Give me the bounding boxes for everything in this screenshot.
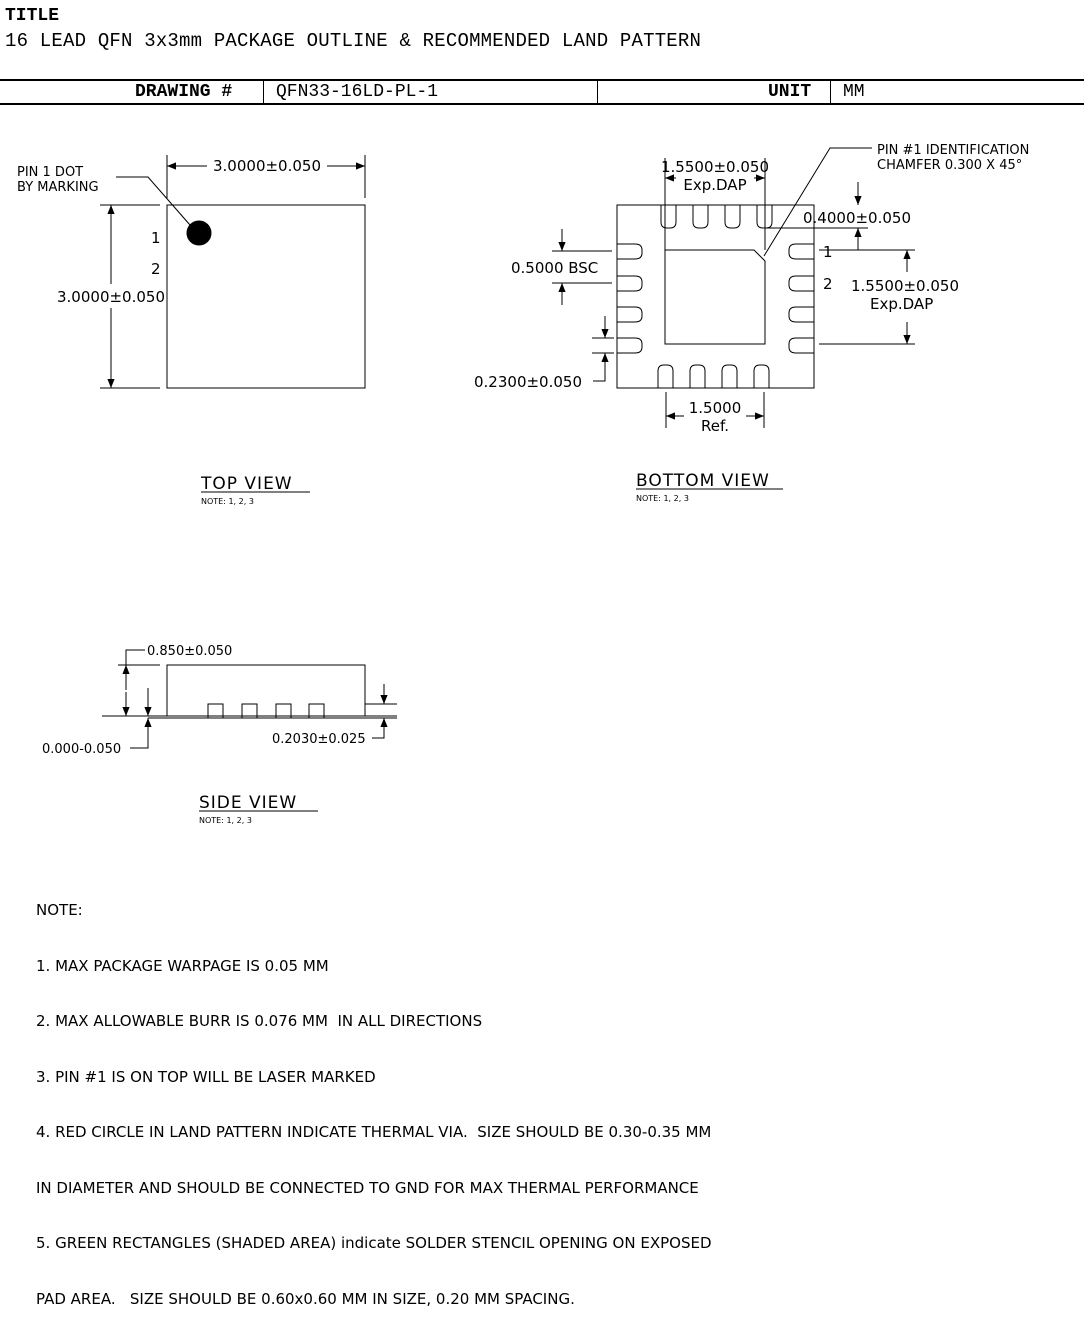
lead-thickness-leader (372, 718, 385, 739)
title-block-divider (830, 81, 831, 103)
top-lead (692, 205, 709, 229)
notes-header: NOTE: (36, 901, 83, 919)
title-block: DRAWING # QFN33-16LD-PL-1 UNIT MM (0, 79, 1084, 105)
bottom-pin-label-2: 2 (823, 275, 833, 293)
left-lead (617, 306, 643, 323)
pin-label-1: 1 (151, 229, 161, 247)
pin1-identification-label: PIN #1 IDENTIFICATION (877, 143, 1029, 158)
pin1-dot-callout: PIN 1 DOT (17, 165, 83, 180)
dap-width-dimension: 1.5500±0.050 (661, 158, 769, 176)
drawing-number-value: QFN33-16LD-PL-1 (276, 82, 439, 102)
bottom-view-package-outline (616, 204, 815, 389)
dap-height-sub: Exp.DAP (870, 295, 933, 313)
drawing-number-label: DRAWING # (135, 82, 233, 102)
dap-width-sub: Exp.DAP (683, 176, 746, 194)
right-lead (788, 306, 814, 323)
left-lead (617, 337, 643, 354)
ref-dimension: 1.5000 (689, 399, 742, 417)
lead-width-dimension: 0.2300±0.050 (474, 373, 582, 391)
pin1-id-leader (763, 147, 872, 257)
bottom-view-note: NOTE: 1, 2, 3 (636, 494, 689, 503)
right-lead (788, 275, 814, 292)
title-block-divider (263, 81, 264, 103)
top-view (100, 155, 366, 493)
drawing-title: 16 LEAD QFN 3x3mm PACKAGE OUTLINE & RECO… (5, 30, 702, 52)
note-line: 1. MAX PACKAGE WARPAGE IS 0.05 MM (36, 956, 329, 975)
lead-thickness-dimension: 0.2030±0.025 (272, 732, 366, 747)
standoff-leader (130, 718, 149, 749)
top-lead (660, 205, 677, 229)
right-lead (788, 243, 814, 260)
top-lead (724, 205, 741, 229)
pin1-dot-callout: BY MARKING (17, 180, 99, 195)
note-line: 3. PIN #1 IS ON TOP WILL BE LASER MARKED (36, 1067, 376, 1086)
title-block-divider (597, 81, 598, 103)
top-width-dimension: 3.0000±0.050 (213, 157, 321, 175)
left-lead (617, 275, 643, 292)
package-drawing: PIN 1 DOT BY MARKING 3.0000±0.050 3.0000… (17, 143, 1029, 825)
bottom-view-title: BOTTOM VIEW (636, 471, 770, 491)
lead-length-dimension: 0.4000±0.050 (803, 209, 911, 227)
left-lead (617, 243, 643, 260)
side-height-dimension: 0.850±0.050 (147, 644, 232, 659)
side-lead (241, 703, 258, 719)
title-label: TITLE (5, 6, 60, 26)
pin1-identification-label: CHAMFER 0.300 X 45° (877, 158, 1022, 173)
side-lead (308, 703, 325, 719)
note-line: 4. RED CIRCLE IN LAND PATTERN INDICATE T… (36, 1123, 712, 1141)
standoff-dimension: 0.000-0.050 (42, 742, 121, 757)
unit-value: MM (843, 82, 865, 102)
side-view-body (166, 664, 366, 717)
exposed-dap (664, 249, 766, 345)
pin1-dot-leader (116, 176, 191, 226)
top-view-note: NOTE: 1, 2, 3 (201, 497, 254, 506)
side-lead (275, 703, 292, 719)
bottom-lead (721, 364, 738, 388)
dap-height-dimension: 1.5500±0.050 (851, 277, 959, 295)
note-line: PAD AREA. SIZE SHOULD BE 0.60x0.60 MM IN… (36, 1289, 575, 1308)
top-height-dimension: 3.0000±0.050 (57, 288, 165, 306)
note-line: IN DIAMETER AND SHOULD BE CONNECTED TO G… (36, 1178, 699, 1197)
top-view-package-outline (166, 204, 366, 389)
note-line: 5. GREEN RECTANGLES (SHADED AREA) indica… (36, 1234, 712, 1252)
bottom-pin-label-1: 1 (823, 243, 833, 261)
side-view (102, 649, 397, 812)
unit-label: UNIT (768, 82, 812, 102)
notes-block: NOTE: 1. MAX PACKAGE WARPAGE IS 0.05 MM … (36, 864, 712, 1327)
side-view-note: NOTE: 1, 2, 3 (199, 816, 252, 825)
height-leader (125, 649, 145, 665)
bottom-lead (689, 364, 706, 388)
side-view-title: SIDE VIEW (199, 793, 297, 813)
pitch-dimension: 0.5000 BSC (511, 259, 598, 277)
ref-sub: Ref. (701, 417, 729, 435)
pin-label-2: 2 (151, 260, 161, 278)
top-view-title: TOP VIEW (200, 474, 293, 494)
bottom-lead (657, 364, 674, 388)
bottom-view (552, 147, 915, 490)
bottom-lead (753, 364, 770, 388)
side-lead (207, 703, 224, 719)
lead-width-leader (593, 353, 606, 382)
right-lead (788, 337, 814, 354)
note-line: 2. MAX ALLOWABLE BURR IS 0.076 MM IN ALL… (36, 1012, 483, 1030)
pin1-dot-icon (186, 220, 212, 246)
